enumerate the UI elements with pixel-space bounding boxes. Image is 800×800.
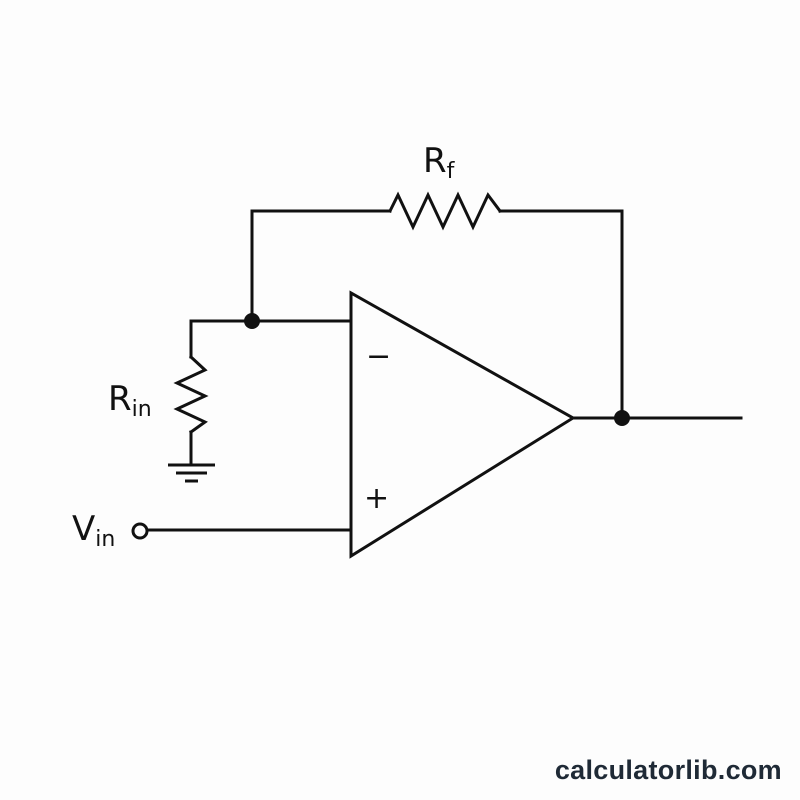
vin-label-main: V [72, 509, 95, 549]
feedback-wire-right [498, 209, 624, 420]
rin-label-sub: in [132, 397, 152, 422]
vin-terminal [131, 522, 149, 540]
junction-node-inverting [244, 313, 260, 329]
op-amp-symbol [349, 290, 576, 559]
non-inverting-sign: + [364, 481, 389, 516]
inverting-sign: − [366, 339, 391, 374]
rf-label-sub: f [447, 159, 456, 184]
vin-label: Vin [72, 509, 115, 552]
rf-label: Rf [423, 141, 456, 184]
watermark: calculatorlib.com [554, 755, 782, 785]
vin-label-sub: in [95, 527, 115, 552]
rin-label: Rin [108, 379, 152, 422]
junction-node-output [614, 410, 630, 426]
rf-label-main: R [423, 141, 447, 181]
input-resistor [173, 354, 209, 435]
rin-label-main: R [108, 379, 132, 419]
inverting-input-wire [189, 319, 353, 359]
feedback-wire-left [250, 209, 392, 324]
feedback-resistor [387, 191, 503, 231]
